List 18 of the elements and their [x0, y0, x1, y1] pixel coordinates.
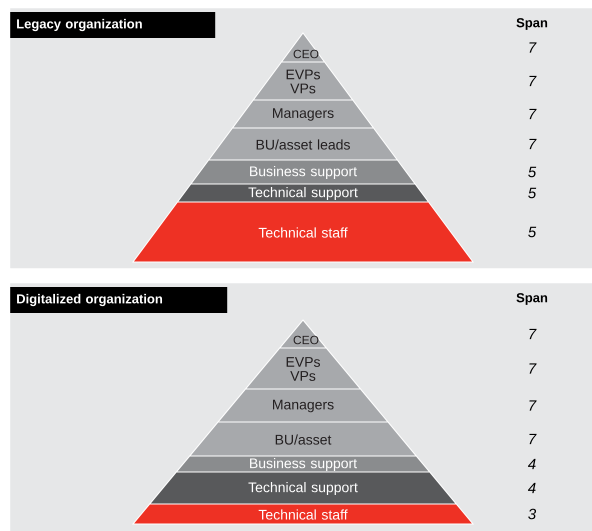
span-value: 3 [528, 508, 536, 520]
column-header: Span [516, 293, 548, 305]
span-value: 5 [528, 188, 536, 198]
span-value: 7 [529, 138, 537, 150]
span-value: 7 [529, 434, 537, 444]
span-value: 7 [529, 363, 537, 374]
span-value: 7 [529, 76, 537, 86]
span-value: 4 [528, 482, 536, 494]
span-value: 7 [529, 328, 537, 340]
span-value: 4 [528, 458, 536, 470]
span-value: 7 [529, 400, 537, 411]
panel-title: Legacy organization [10, 12, 216, 38]
span-value: 7 [529, 108, 537, 120]
span-value: 7 [529, 42, 537, 53]
panel-title: Digitalized organization [10, 287, 228, 313]
column-header: Span [516, 18, 548, 30]
span-value: 5 [528, 226, 536, 238]
span-value: 5 [528, 166, 536, 178]
